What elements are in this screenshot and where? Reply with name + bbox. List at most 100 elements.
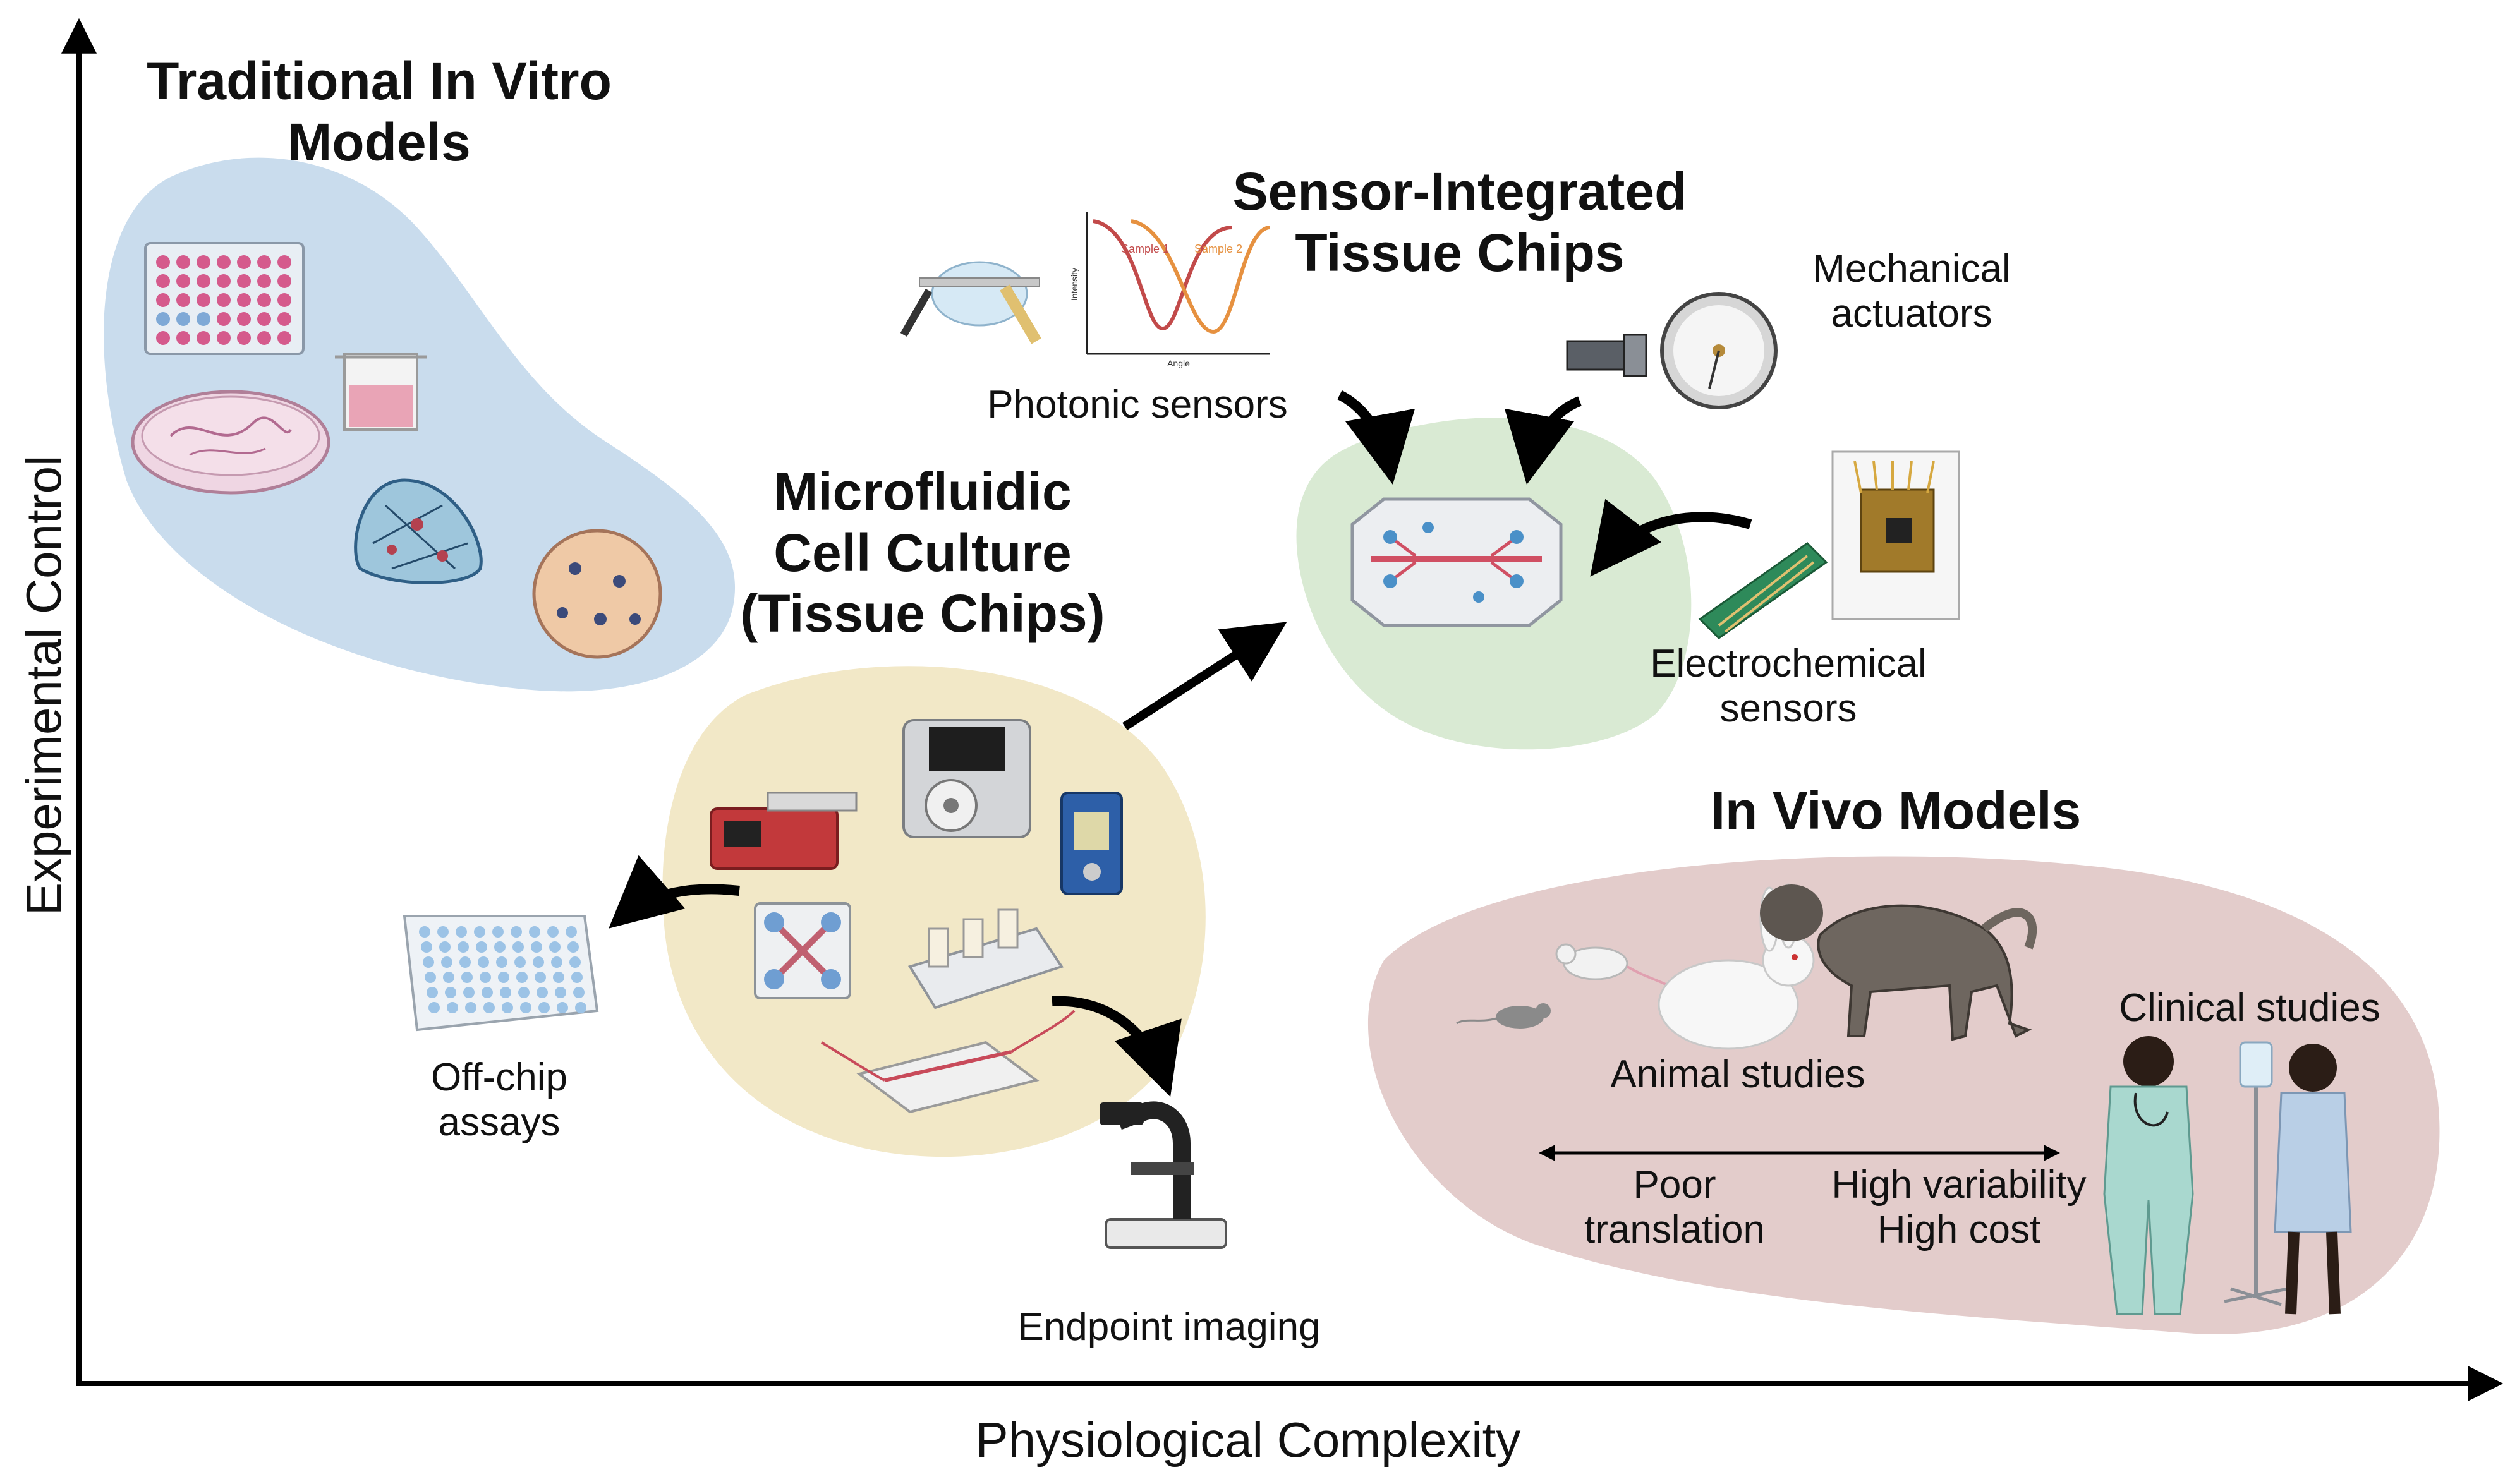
electrochemical-line1: Electrochemical (1650, 642, 1927, 685)
sample1-label: Sample 1 (1121, 243, 1169, 255)
assay-well-dot (465, 1002, 476, 1013)
well-dot (277, 255, 291, 269)
assay-well-dot (553, 972, 564, 983)
well-dot (257, 274, 271, 288)
well-dot (237, 293, 251, 307)
assay-well-dot (538, 1002, 550, 1013)
well-dot (176, 293, 190, 307)
assay-well-dot (456, 926, 467, 938)
translation-text: translation (1584, 1208, 1766, 1252)
assay-well-dot (496, 956, 507, 968)
imaging-arrow (1052, 996, 1182, 1097)
well-plate-icon (144, 242, 305, 355)
assay-well-dot (421, 941, 432, 953)
electrode-strip-icon (1698, 542, 1828, 639)
well-dot (156, 312, 170, 326)
well-dot (277, 274, 291, 288)
assay-well-dot (483, 1002, 495, 1013)
well-dot (237, 331, 251, 345)
assay-well-dot (445, 987, 456, 998)
sensor-chips-title: Sensor-Integrated Tissue Chips (1201, 161, 1719, 283)
culture-insert-icon (335, 353, 427, 431)
well-dot (257, 293, 271, 307)
assay-well-dot (461, 972, 473, 983)
mechanical-actuators-label: Mechanical actuators (1769, 246, 2054, 337)
offchip-line1: Off-chip (431, 1056, 567, 1099)
mechanical-line2: actuators (1831, 292, 1992, 336)
microfluidic-title: Microfluidic Cell Culture (Tissue Chips) (701, 461, 1144, 644)
sample2-label: Sample 2 (1194, 243, 1242, 255)
assay-well-dot (531, 941, 542, 953)
assay-well-dot (502, 1002, 513, 1013)
well-dot (156, 331, 170, 345)
mechanical-arrow (1504, 396, 1582, 485)
electrode-chip-icon (1831, 450, 1960, 620)
petri-dish-icon (131, 390, 330, 495)
assay-plate-icon (403, 915, 599, 1032)
angle-label: Angle (1167, 358, 1190, 368)
well-dot (237, 255, 251, 269)
well-dot (197, 312, 210, 326)
assay-well-dot (419, 926, 430, 938)
well-dot (197, 331, 210, 345)
reservoir-block-icon (907, 908, 1064, 1010)
assay-well-dot (427, 987, 438, 998)
well-dot (257, 255, 271, 269)
assay-well-dot (537, 987, 548, 998)
iv-stand-icon (2224, 1041, 2288, 1306)
electrochemical-sensors-label: Electrochemical sensors (1611, 641, 1965, 732)
microscope-icon (1100, 1101, 1227, 1249)
well-dot (176, 331, 190, 345)
assay-well-dot (480, 972, 491, 983)
well-dot (156, 293, 170, 307)
well-dot (277, 331, 291, 345)
offchip-arrow (609, 855, 740, 929)
assay-well-dot (535, 972, 546, 983)
assay-well-dot (551, 956, 562, 968)
assay-well-dot (518, 987, 530, 998)
microfluidic-region (662, 666, 1206, 1157)
offchip-assays-label: Off-chip assays (379, 1055, 619, 1145)
assay-well-dot (555, 987, 566, 998)
peristaltic-pump-icon (902, 719, 1031, 838)
clinical-studies-label: Clinical studies (2119, 986, 2380, 1030)
assay-well-dot (458, 941, 469, 953)
assay-well-dot (428, 1002, 440, 1013)
well-dot (217, 312, 231, 326)
assay-well-dot (494, 941, 506, 953)
well-dot (176, 255, 190, 269)
assay-well-dot (547, 926, 559, 938)
assay-well-dot (571, 972, 583, 983)
assay-well-dot (476, 941, 487, 953)
resonance-plot-icon: Sample 1 Sample 2 Intensity Angle (1069, 212, 1271, 368)
tissue-chip-icon (820, 1010, 1076, 1114)
traditional-title-line1: Traditional In Vitro (147, 51, 612, 111)
well-dot (237, 312, 251, 326)
assay-well-dot (459, 956, 471, 968)
pressure-controller-icon (1060, 792, 1123, 895)
assay-well-dot (533, 956, 544, 968)
traditional-title-line2: Models (288, 112, 471, 172)
assay-well-dot (492, 926, 504, 938)
assay-well-dot (529, 926, 540, 938)
well-dot (156, 255, 170, 269)
sensor-chip-center-icon (1350, 497, 1563, 627)
assay-well-dot (443, 972, 454, 983)
traditional-title: Traditional In Vitro Models (126, 51, 632, 172)
assay-well-dot (500, 987, 511, 998)
assay-well-dot (511, 926, 522, 938)
well-dot (277, 312, 291, 326)
intensity-label: Intensity (1069, 268, 1079, 301)
assay-well-dot (514, 956, 526, 968)
well-dot (217, 274, 231, 288)
well-dot (197, 255, 210, 269)
doctor-icon (2103, 1036, 2194, 1315)
mechanical-line1: Mechanical (1812, 247, 2011, 291)
well-dot (197, 274, 210, 288)
assay-well-dot (425, 972, 436, 983)
patient-icon (2274, 1044, 2352, 1315)
syringe-pump-icon (710, 792, 858, 870)
offchip-line2: assays (438, 1101, 561, 1145)
monkey-icon (1760, 884, 2037, 1041)
